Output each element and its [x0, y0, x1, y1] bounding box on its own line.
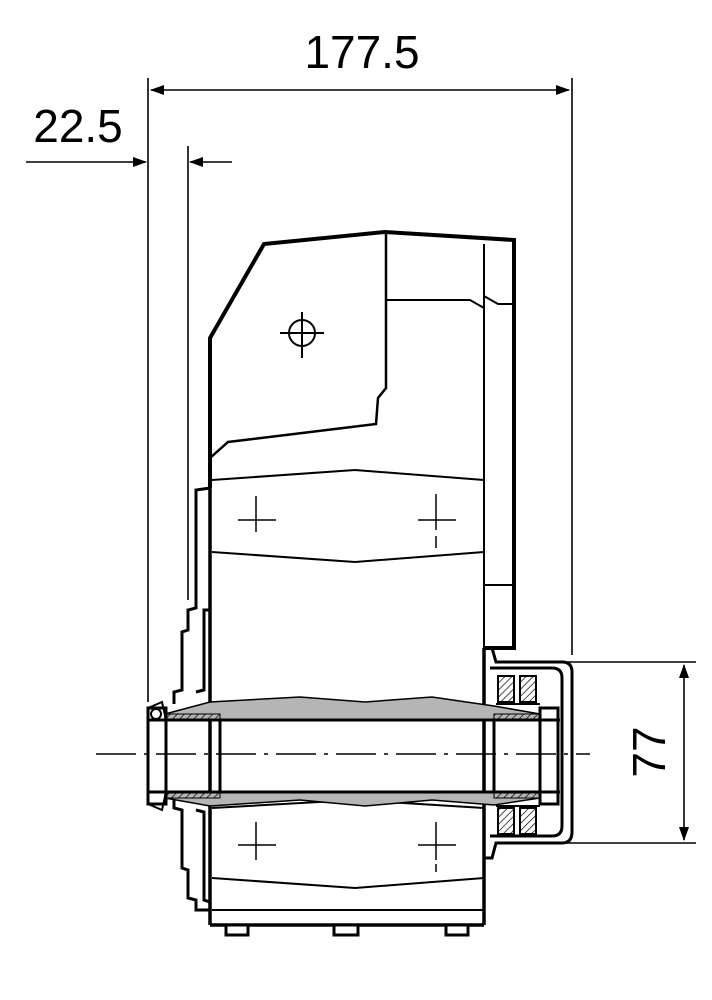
- sleeve-left-hatch-bottom: [165, 791, 221, 799]
- bearing-top-left: [497, 675, 515, 703]
- gear-section-upper-bottom: [211, 551, 485, 564]
- sleeve-right-hatch-top: [493, 713, 541, 721]
- foot-left: [224, 923, 250, 937]
- bearing-top-right: [519, 675, 537, 703]
- flange-outer-upper: [172, 486, 211, 704]
- flange-inner-upper: [195, 608, 210, 694]
- housing-shoulder: [386, 299, 485, 309]
- sleeve-right-end: [538, 706, 560, 806]
- dimension-label-overall: 177.5: [304, 26, 419, 78]
- gear-section-upper: [211, 468, 485, 564]
- bearing-bottom-right: [519, 807, 537, 835]
- left-flange: [172, 486, 211, 912]
- center-mark-right-lower: [418, 822, 456, 872]
- sleeve-right-hatch-bottom: [493, 791, 541, 799]
- gearbox-housing-top: [208, 229, 516, 650]
- right-cover: [485, 646, 574, 860]
- sleeve-left-hatch-top: [165, 713, 221, 721]
- housing-inner-contour: [209, 232, 388, 459]
- sleeve-right: [492, 718, 560, 794]
- cover-inner: [490, 666, 564, 838]
- hollow-shaft: [146, 696, 560, 812]
- bearing-bottom-left: [497, 807, 515, 835]
- cover-outer: [485, 646, 574, 860]
- dimension-cover-height: 77: [560, 661, 696, 844]
- mounting-hole-symbol: [280, 312, 324, 358]
- housing-step-inner: [483, 295, 514, 305]
- housing-feet: [224, 923, 470, 937]
- dimension-offset: 22.5: [26, 100, 232, 600]
- gear-section-upper-top: [211, 468, 485, 481]
- shaft-section-lower: [164, 791, 541, 807]
- mounting-hole: [288, 319, 316, 347]
- dimension-label-offset: 22.5: [33, 100, 123, 152]
- flange-inner-lower: [195, 808, 211, 904]
- right-bearing: [496, 675, 540, 835]
- housing-upper-outline: [208, 229, 516, 650]
- shaft-end-left: [146, 706, 168, 806]
- center-mark-left-lower: [238, 822, 276, 860]
- dimension-overall-width: 177.5: [147, 26, 573, 702]
- set-screw: [150, 708, 162, 720]
- center-mark-left-upper: [238, 496, 276, 532]
- center-mark-right-upper: [418, 494, 456, 548]
- dimension-label-cover: 77: [623, 726, 675, 777]
- gearbox-housing-lower: [208, 458, 486, 927]
- foot-center: [332, 923, 360, 937]
- foot-right: [444, 923, 470, 937]
- gear-section-lower-bottom: [211, 877, 485, 890]
- flange-outer-lower: [172, 800, 210, 912]
